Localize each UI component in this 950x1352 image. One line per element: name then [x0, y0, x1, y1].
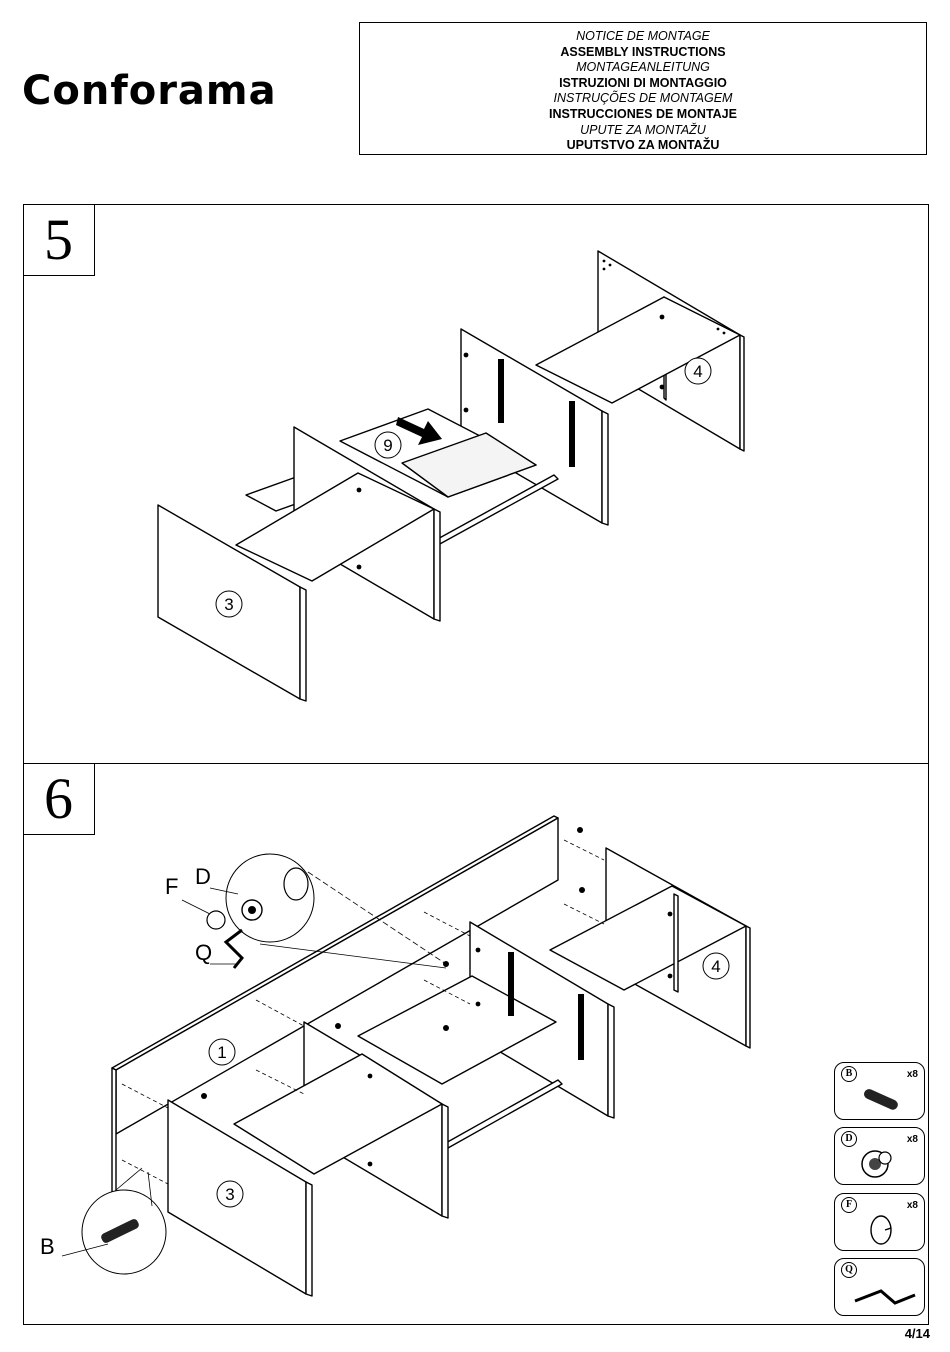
cover-cap-icon [835, 1194, 926, 1252]
hardware-f: F x8 [834, 1193, 925, 1251]
allen-key-icon [835, 1259, 926, 1317]
cam-lock-icon [835, 1128, 926, 1186]
step-5-panel: 5 [23, 204, 929, 764]
svg-text:D: D [195, 864, 211, 889]
step-6-drawing: D F Q B 1 4 3 [24, 764, 930, 1326]
hardware-d: D x8 [834, 1127, 925, 1185]
page-number: 4/14 [905, 1326, 930, 1341]
svg-text:F: F [165, 874, 178, 899]
step-6-panel: 6 [23, 763, 929, 1325]
dowel-detail [82, 1168, 166, 1274]
title-box: NOTICE DE MONTAGE ASSEMBLY INSTRUCTIONS … [359, 22, 927, 155]
svg-text:3: 3 [225, 1185, 234, 1204]
title-pt: INSTRUÇÕES DE MONTAGEM [360, 91, 926, 107]
title-es: INSTRUCCIONES DE MONTAJE [360, 107, 926, 123]
title-en: ASSEMBLY INSTRUCTIONS [360, 45, 926, 61]
brand-logo: Conforama [22, 68, 277, 114]
dowel-icon [835, 1063, 926, 1121]
svg-text:1: 1 [217, 1043, 226, 1062]
svg-text:4: 4 [693, 362, 702, 381]
title-hr: UPUTE ZA MONTAŽU [360, 123, 926, 139]
svg-text:3: 3 [224, 595, 233, 614]
svg-text:B: B [40, 1234, 55, 1259]
hardware-q: Q [834, 1258, 925, 1316]
hardware-b: B x8 [834, 1062, 925, 1120]
svg-text:9: 9 [383, 436, 392, 455]
title-sr: UPUTSTVO ZA MONTAŽU [360, 138, 926, 154]
title-it: ISTRUZIONI DI MONTAGGIO [360, 76, 926, 92]
svg-text:Q: Q [195, 940, 212, 965]
svg-text:4: 4 [711, 957, 720, 976]
title-fr: NOTICE DE MONTAGE [360, 29, 926, 45]
title-de: MONTAGEANLEITUNG [360, 60, 926, 76]
step-5-drawing: 9 4 3 [24, 205, 930, 765]
